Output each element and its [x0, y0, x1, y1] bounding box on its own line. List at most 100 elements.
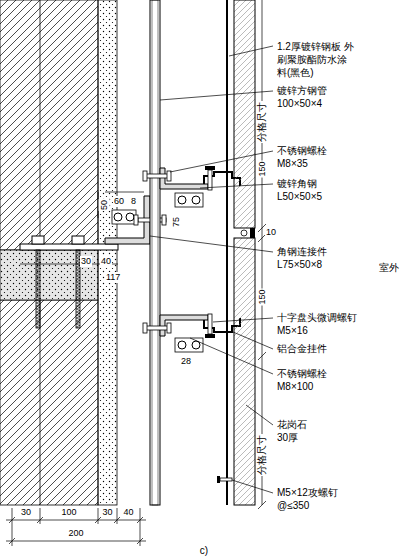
part-spec: L50×50×5: [276, 191, 323, 203]
adjusting-screw: [205, 334, 215, 338]
dimension: 40: [122, 507, 134, 518]
dimension: 200: [67, 528, 84, 539]
anchor-bolt: [32, 236, 84, 328]
leader-line: [213, 318, 273, 322]
bolt: [175, 338, 203, 352]
insulation-layer: [98, 0, 117, 505]
leader-line: [150, 236, 273, 252]
tapping-screw: [220, 478, 232, 481]
leader-line: [233, 332, 273, 349]
adjusting-screw: [205, 166, 215, 170]
dimension: 117: [105, 272, 121, 283]
granite-panel: [234, 238, 255, 505]
tapping-screw: [217, 476, 232, 483]
side-label: 室外: [378, 262, 400, 274]
part-name: 铝合金挂件: [276, 343, 328, 355]
bolt: [146, 174, 168, 178]
bolt: [175, 193, 203, 207]
square-tube-mullion: [150, 0, 160, 505]
dimension-line: [9, 517, 143, 544]
dimension: 8: [130, 196, 137, 207]
part-spec: L75×50×8: [276, 259, 323, 271]
note-text: 1.2厚镀锌钢板 外刷聚胺酯防水涂料(黑色): [276, 40, 356, 79]
leader-line: [232, 480, 273, 493]
leader-line: [160, 91, 273, 100]
anchor-bolt: [32, 236, 44, 244]
brick-wall: [0, 0, 98, 505]
part-spec: M8×100: [276, 381, 314, 393]
dimension: 75: [171, 216, 182, 228]
galvanized-steel-plate: [226, 0, 228, 505]
part-name: 镀锌角钢: [276, 178, 318, 190]
dimension: 50: [99, 199, 110, 211]
bolt: [192, 196, 200, 204]
part-name: M5×12攻螺钉: [276, 487, 339, 499]
part-name: 镀锌方钢管: [276, 85, 328, 97]
part-spec: @≤350: [276, 500, 310, 512]
dimension: 30: [80, 256, 92, 267]
dimension: 分格尺寸: [256, 101, 268, 143]
dimension: 60: [113, 196, 125, 207]
bolt: [146, 326, 168, 330]
anchor-bolt: [36, 250, 40, 328]
leader-line: [150, 46, 273, 493]
bolt: [178, 196, 186, 204]
adjusting-screw: [205, 166, 215, 338]
concrete-slab: [0, 250, 98, 300]
part-name: 角钢连接件: [276, 246, 328, 258]
embedded-plate: [20, 244, 118, 250]
brick-wall: [0, 300, 98, 505]
dimension-line: [262, 0, 263, 505]
dimension: 28: [180, 356, 192, 367]
leader-line: [246, 405, 273, 425]
angle-connector: [134, 215, 138, 225]
steel-angle: [160, 315, 208, 336]
part-name: 十字盘头微调螺钉: [276, 312, 358, 324]
dimension-line: [6, 541, 146, 542]
bolt: [143, 323, 147, 333]
part-spec: 100×50×4: [276, 98, 323, 110]
dimension-line: [6, 520, 146, 521]
leader-line: [190, 338, 273, 374]
galvanized-steel-plate: [226, 0, 228, 505]
concrete-slab: [0, 250, 98, 300]
dimension-line: [12, 508, 140, 546]
dimension: 10: [265, 227, 277, 238]
square-tube-mullion: [152, 0, 158, 505]
brick-wall: [0, 0, 98, 250]
dimension: 分格尺寸: [256, 434, 268, 476]
angle-connector: [114, 213, 122, 221]
granite-panel: [241, 230, 247, 236]
bolt: [167, 171, 171, 181]
dimension: 40: [100, 256, 112, 267]
dimension: 100: [60, 507, 77, 518]
part-spec: 30厚: [276, 432, 299, 444]
bolt: [178, 341, 186, 349]
angle-connector: [126, 213, 134, 221]
leader-line: [200, 184, 273, 188]
anchor-bolt: [72, 236, 84, 244]
figure-caption: c): [199, 545, 209, 557]
part-name: 不锈钢螺栓: [276, 368, 328, 380]
bolt: [143, 171, 203, 352]
steel-angle: [160, 168, 208, 336]
dimension: 150: [257, 288, 268, 305]
dimension-line: [6, 0, 266, 546]
dimension: 150: [257, 160, 268, 177]
bolt: [192, 341, 200, 349]
part-name: 不锈钢螺栓: [276, 145, 328, 157]
angle-connector: [162, 215, 166, 225]
dimension: 30: [101, 507, 113, 518]
angle-connector: [112, 210, 136, 224]
leader-line: [229, 46, 273, 56]
insulation-layer: [98, 0, 117, 505]
adjusting-screw: [208, 170, 212, 190]
part-name: 花岗石: [276, 419, 308, 431]
adjusting-screw: [208, 314, 212, 334]
part-spec: M8×35: [276, 158, 309, 170]
dimension: 30: [20, 507, 32, 518]
granite-panel: [234, 0, 255, 228]
bolt: [143, 171, 147, 181]
dimension-line: [20, 192, 144, 264]
